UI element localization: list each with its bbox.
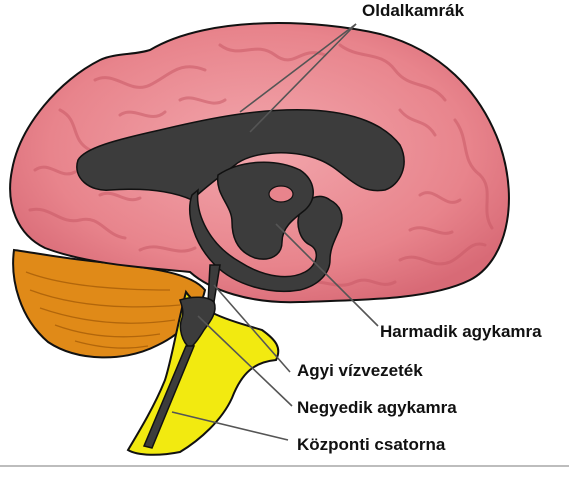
bottom-divider	[0, 465, 569, 467]
label-fourth-ventricle: Negyedik agykamra	[297, 398, 457, 417]
interthalamic-adhesion	[269, 186, 293, 202]
label-central-canal: Központi csatorna	[297, 435, 446, 454]
label-lateral-ventricles: Oldalkamrák	[362, 1, 465, 20]
label-third-ventricle: Harmadik agykamra	[380, 322, 542, 341]
label-cerebral-aqueduct: Agyi vízvezeték	[297, 361, 423, 380]
